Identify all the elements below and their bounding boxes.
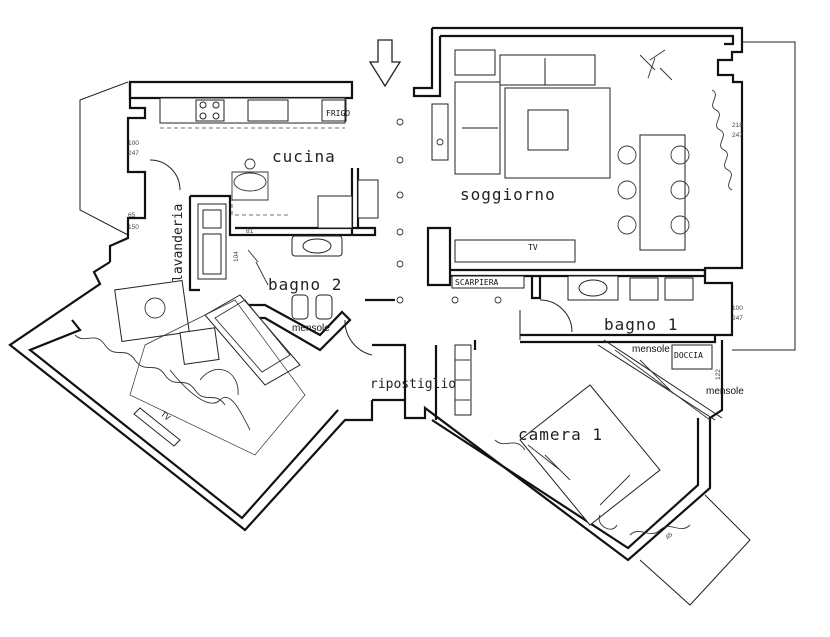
room-label-lavanderia: lavanderia: [171, 204, 186, 282]
plant-icon: [639, 49, 673, 81]
label-doccia: DOCCIA: [674, 351, 703, 360]
label-mensole-bagno1-b: mensole: [706, 386, 744, 397]
room-label-cucina: cucina: [272, 147, 336, 166]
label-scarpiera: SCARPIERA: [455, 278, 499, 287]
dim-bagno1-win-2: 247: [732, 315, 743, 322]
room-label-bagno-1: bagno 1: [604, 315, 678, 334]
room-label-soggiorno: soggiorno: [460, 185, 556, 204]
left-living-furniture: [74, 279, 306, 456]
dim-cucina-bottom-1: 65: [128, 212, 136, 219]
dim-bagno1-side: 122: [715, 369, 722, 380]
room-label-camera-1: camera 1: [518, 425, 603, 444]
entrance-arrow-icon: [368, 39, 402, 88]
dim-bagno1-win-1: 100: [732, 305, 743, 312]
dim-bagno2-h: 104: [233, 251, 240, 262]
dim-soggiorno-win-1: 218: [732, 122, 743, 129]
room-label-bagno-2: bagno 2: [268, 275, 342, 294]
kitchen-furniture: [149, 97, 379, 229]
label-frigo: FRIGO: [326, 109, 350, 118]
dim-camera-win: 45: [664, 531, 674, 541]
camera-1-furniture: [344, 310, 711, 536]
corridor-lights: [396, 118, 502, 304]
dim-bagno2-w: 81: [246, 228, 254, 235]
label-tv-camera: TV: [159, 409, 172, 422]
dim-cucina-top-1: 100: [128, 140, 139, 147]
bagno-2-fixtures: [197, 203, 343, 320]
label-mensole-bagno1-a: mensole: [632, 344, 670, 355]
label-tv-soggiorno: TV: [528, 243, 538, 252]
dim-soggiorno-win-2: 247: [732, 132, 743, 139]
room-label-ripostiglio: ripostiglio: [370, 377, 456, 392]
label-mensole-bagno2: mensole: [292, 323, 330, 334]
soggiorno-furniture: [431, 49, 733, 289]
dim-cucina-top-2: 247: [128, 150, 139, 157]
dim-cucina-bottom-2: 150: [128, 224, 139, 231]
bagno-1-fixtures: [539, 275, 713, 370]
outer-walls: [8, 26, 796, 606]
